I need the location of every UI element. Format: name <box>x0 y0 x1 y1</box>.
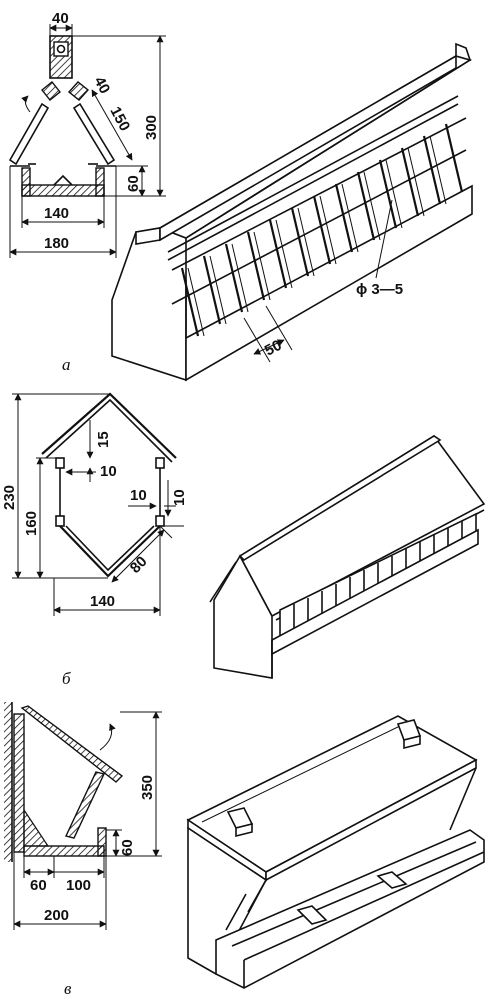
dim-v-height: 350 <box>139 775 156 800</box>
front-flap <box>65 771 105 839</box>
lid-left-hinge <box>41 81 61 101</box>
caption-v: в <box>64 979 72 998</box>
dim-v-trough-height: 60 <box>119 839 136 856</box>
feeder-rods <box>180 123 464 337</box>
caption-b: б <box>62 669 71 688</box>
dim-a-outer-width: 180 <box>44 235 69 252</box>
panel-b-section: 230 160 15 10 10 10 80 140 <box>1 392 188 616</box>
dim-a-top-width: 40 <box>52 10 69 27</box>
dim-a-trough-height: 60 <box>125 175 142 192</box>
dim-a-height-total: 300 <box>143 115 160 140</box>
lid-right-hinge <box>67 81 90 101</box>
dim-b-slant: 80 <box>127 553 151 577</box>
dim-b-inner-height: 160 <box>23 511 40 536</box>
dim-a-slant-small: 40 <box>90 74 113 97</box>
dim-a-rod-spacing: 50 <box>262 337 285 360</box>
dim-a-slant-long: 150 <box>106 104 133 134</box>
panel-v-feeder-3d <box>186 715 485 989</box>
dim-b-offset-10-left: 10 <box>100 463 117 480</box>
panel-a-section: 40 40 150 300 60 140 180 <box>8 10 166 258</box>
panel-b-feeder-3d <box>209 434 486 679</box>
dim-v-total-width: 200 <box>44 907 69 924</box>
dim-b-offset-10-right-v: 10 <box>171 489 188 506</box>
dim-b-offset-10-right-h: 10 <box>130 487 147 504</box>
dim-b-total-height: 230 <box>1 485 18 510</box>
dim-b-offset-15: 15 <box>95 431 112 448</box>
lid-board <box>20 705 124 783</box>
dim-a-inner-width: 140 <box>44 205 69 222</box>
dim-a-rod-diameter: ϕ 3—5 <box>356 281 403 298</box>
panel-a-feeder-3d: ϕ 3—5 50 <box>111 42 473 382</box>
caption-a: а <box>62 355 71 374</box>
dim-v-right-part: 100 <box>66 877 91 894</box>
dim-v-left-part: 60 <box>30 877 47 894</box>
panel-v-section: 350 60 60 100 200 <box>4 702 162 930</box>
dim-b-bottom-width: 140 <box>90 593 115 610</box>
